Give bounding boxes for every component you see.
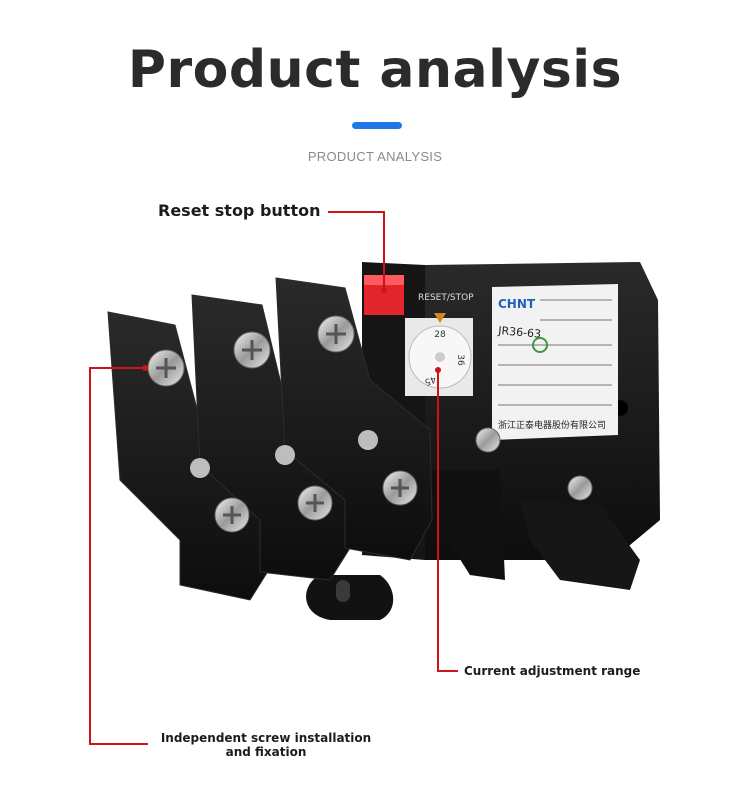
brand-text: CHNT [498,297,536,311]
dial-mark: 36 [455,354,465,366]
callout-lines [89,211,458,745]
cert-mark-icon [532,337,548,353]
product-label-plate: CHNT JR36-63 浙江正泰电器股份有限公司 [492,284,618,440]
screw-icon [567,475,593,501]
callout-screw-installation: Independent screw installation and fixat… [160,731,372,759]
callout-reset-stop: Reset stop button [158,201,321,220]
terminal-blocks [107,277,593,601]
screw-icon [475,427,501,453]
manufacturer-text: 浙江正泰电器股份有限公司 [498,419,606,431]
callout-line-reset [328,211,385,290]
title-accent-bar [352,122,402,129]
dial-mark: 28 [434,330,446,340]
reset-stop-print: RESET/STOP [418,293,474,303]
page-subtitle: PRODUCT ANALYSIS [307,149,443,164]
dial-mark: 45 [423,373,437,386]
model-text: JR36-63 [497,324,542,341]
callout-line-screw [89,367,148,745]
callout-current-range: Current adjustment range [464,664,641,678]
callout-line-current [437,370,458,672]
dial-pointer-icon [434,313,446,323]
page-title: Product analysis [127,40,623,100]
